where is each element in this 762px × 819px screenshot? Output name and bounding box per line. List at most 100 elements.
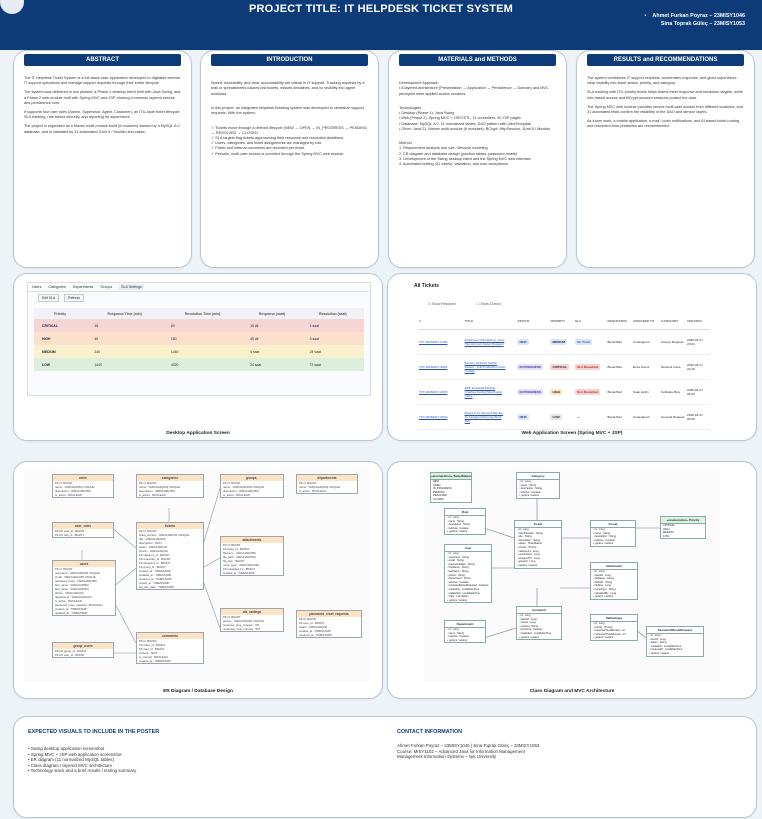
show-closed-checkbox[interactable]: ☐ Show Closed xyxy=(476,302,501,306)
menu-groups[interactable]: Groups xyxy=(100,285,113,289)
er-column: title : VARCHAR(200) xyxy=(139,537,166,541)
er-column: status : VARCHAR(20) xyxy=(139,545,168,549)
authors-block: •Ahmet Furkan Poyraz – 23MISY1046 Sina T… xyxy=(644,13,745,27)
ticket-row[interactable]: TKT-20260317-0100 Employee Onboarding - N… xyxy=(418,329,710,355)
class-member: IN_PROGRESS xyxy=(433,487,452,491)
materials-paragraph: Development Approach • A layered archite… xyxy=(399,81,549,96)
class-member: CLOSED xyxy=(433,497,444,501)
show-resolved-checkbox[interactable]: ☐ Show Resolved xyxy=(428,302,456,306)
priority-badge: HIGH xyxy=(550,389,563,395)
class-box: PasswordResetRequest- id : Long- userId … xyxy=(646,626,704,657)
ticket-requester-cell: Burak Bari xyxy=(606,404,632,430)
introduction-paragraph: In this project, an integrated helpdesk … xyxy=(211,106,364,116)
class-member: - firstName : String xyxy=(447,566,469,570)
sla-col-header: Response Time (min) xyxy=(86,308,163,319)
ticket-title-link[interactable]: Employee Onboarding - New Hire Account S… xyxy=(464,338,505,346)
class-diagram: Category- id : Long- name : String- desc… xyxy=(424,468,720,682)
menu-sla-settings[interactable]: SLA Settings xyxy=(119,284,144,290)
er-column: content : TEXT xyxy=(139,651,158,655)
class-member: - description : String xyxy=(593,535,617,539)
menu-departments[interactable]: Departments xyxy=(72,285,94,289)
er-column: FK ticket_id : BIGINT xyxy=(139,643,166,647)
er-column: PK,FK group_id : BIGINT xyxy=(55,649,87,653)
introduction-card: INTRODUCTION Speed, traceability, and cl… xyxy=(200,50,379,268)
class-caption: Class Diagram and MVC Architecture xyxy=(529,689,615,694)
er-table-name: users xyxy=(53,561,115,567)
contact-heading: CONTACT INFORMATION xyxy=(397,729,463,735)
menu-users[interactable]: Users xyxy=(32,285,42,289)
web-filters: ☐ Show Resolved ☐ Show Closed xyxy=(428,302,520,306)
class-member: + getters / setters xyxy=(447,598,468,602)
results-paragraph: SLA tracking with ITIL priority levels h… xyxy=(587,90,743,100)
class-box: Department- id : Long- name : String- is… xyxy=(444,620,486,644)
ticket-id-cell: TKT-20260317-0015 xyxy=(418,379,464,405)
ticket-id-link[interactable]: TKT-20260317-0100 xyxy=(419,340,448,344)
er-column: resolution_time_minutes : INT xyxy=(223,627,261,631)
show-resolved-label: Show Resolved xyxy=(431,302,456,306)
class-member: + getters / setters xyxy=(593,636,614,640)
er-column: file_path : VARCHAR(500) xyxy=(223,555,256,559)
abstract-paragraph: The IT Helpdesk Ticket System is a full-… xyxy=(24,76,180,86)
er-column: PK id: BIGINT xyxy=(223,481,241,485)
ticket-id-link[interactable]: TKT-20260317-0022 xyxy=(419,365,448,369)
class-member: - isActive : boolean xyxy=(447,635,469,639)
class-member: - ticketNumber : String xyxy=(517,531,543,535)
status-badge: NEW xyxy=(517,339,529,345)
sla-resolution-min: 4320 xyxy=(170,362,179,367)
ticket-title-cell: Employee Onboarding - New Hire Account S… xyxy=(463,329,517,355)
class-member: - name : String xyxy=(447,519,465,523)
er-column: FK assigned_to : BIGINT xyxy=(139,561,171,565)
ticket-title-link[interactable]: Request for Second Monitor for Assigned … xyxy=(464,411,504,423)
ticket-title-link[interactable]: Factory Network Switch Failure - Full Pr… xyxy=(464,361,506,373)
er-relation-line xyxy=(201,487,221,549)
er-table-name: user_roles xyxy=(53,523,113,529)
introduction-body: Speed, traceability, and clear accountab… xyxy=(211,76,368,166)
ticket-created-cell: 2026-03-17 08:40 xyxy=(686,404,710,430)
class-name: Comment xyxy=(517,607,561,614)
er-column: updated_at : TIMESTAMP xyxy=(139,573,172,577)
ticket-row[interactable]: TKT-20260317-0010 Request for Second Moni… xyxy=(418,404,710,430)
refresh-button[interactable]: Refresh xyxy=(64,294,85,302)
ticket-id-link[interactable]: TKT-20260317-0010 xyxy=(419,415,448,419)
author-2: Sina Toprak Güleç – 23MISY1053 xyxy=(660,21,745,27)
class-member: - requesterId : Long xyxy=(517,553,540,557)
ticket-priority-cell: HIGH xyxy=(549,379,574,405)
contact-lines: Ahmet Furkan Poyraz – 23MISY1046 | Sina … xyxy=(397,743,737,760)
class-member: - name : String xyxy=(593,531,611,535)
er-column: phone : VARCHAR(20) xyxy=(55,591,84,595)
ticket-row[interactable]: TKT-20260317-0022 Factory Network Switch … xyxy=(418,354,710,380)
introduction-paragraph: ✓ Tickets move through a defined lifecyc… xyxy=(211,125,367,156)
er-column: FK ticket_id : BIGINT xyxy=(223,547,250,551)
er-column: is_active : BOOLEAN xyxy=(299,489,326,493)
er-column: FK uploaded_by : BIGINT xyxy=(223,567,256,571)
ticket-id-link[interactable]: TKT-20260317-0015 xyxy=(419,390,448,394)
sla-priority: HIGH xyxy=(42,336,51,341)
ticket-status-cell: IN PROGRESS xyxy=(516,354,550,380)
class-name: Ticket xyxy=(515,521,561,528)
er-column: first_name : VARCHAR(50) xyxy=(55,583,89,587)
ticket-created-cell: 2026-03-17 05:32 xyxy=(686,379,710,405)
er-column: PK,FK user_id : BIGINT xyxy=(55,653,85,657)
menu-categories[interactable]: Categories xyxy=(48,285,66,289)
class-member: + getters / setters xyxy=(593,595,614,599)
edit-sla-button[interactable]: Edit SLA xyxy=(38,294,60,302)
ticket-sla-cell: SLA Breached xyxy=(574,379,607,405)
er-column: PK id: BIGINT xyxy=(299,617,317,621)
er-column: mime_type : VARCHAR(100) xyxy=(223,563,260,567)
sla-col-header: Resolution Time (min) xyxy=(162,308,243,319)
web-caption: Web Application Screen (Spring MVC + JSP… xyxy=(521,431,623,436)
web-screenshot: All Tickets ☐ Show Resolved ☐ Show Close… xyxy=(396,280,714,430)
er-column: PK,FK user_id : BIGINT xyxy=(55,529,85,533)
sla-col-header: Resolution (saat) xyxy=(301,308,364,319)
ticket-row[interactable]: TKT-20260317-0015 ERP Financial Module Cr… xyxy=(418,379,710,405)
class-member: - categoryId : Long xyxy=(517,549,539,553)
ticket-title-link[interactable]: ERP Financial Module Crashes During Mont… xyxy=(464,386,503,398)
